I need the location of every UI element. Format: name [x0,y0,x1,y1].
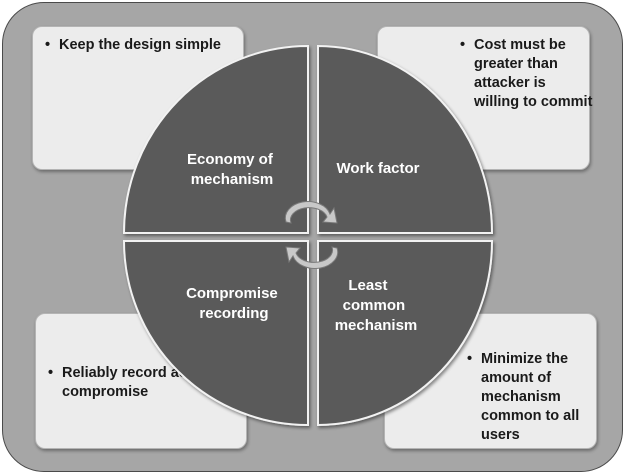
label-line: mechanism [191,171,274,188]
cycle-arrows-icon [284,201,339,269]
label-line: Economy of [187,151,274,168]
note-text: Minimize the amount of mechanism common … [481,351,580,443]
label-line: common [343,297,406,314]
label-line: mechanism [335,317,418,334]
note-item: • Cost must be greater than attacker is w… [460,36,594,112]
quadrant-label-bottom-left: Compromise recording [186,285,282,322]
quadrant-top-left [122,44,309,234]
note-item: • Keep the design simple [45,36,239,55]
bullet-icon: • [460,37,466,53]
quadrant-label-top-right: Work factor [336,160,419,177]
note-text: Cost must be greater than attacker is wi… [474,37,593,110]
quadrant-bottom-right [317,240,494,427]
quadrant-label-top-left: Economy of mechanism [187,151,277,188]
note-text: Keep the design simple [59,37,221,53]
label-line: Compromise [186,285,278,302]
label-line: Work factor [336,160,419,177]
quadrant-bottom-left [122,240,309,427]
note-item: • Minimize the amount of mechanism common… [467,350,606,445]
bullet-icon: • [467,351,473,367]
label-line: recording [199,305,268,322]
label-line: Least [348,277,387,294]
bullet-icon: • [48,365,54,381]
bullet-icon: • [45,37,51,53]
quadrant-label-bottom-right: Least common mechanism [335,277,418,334]
quadrant-top-right [317,44,494,234]
